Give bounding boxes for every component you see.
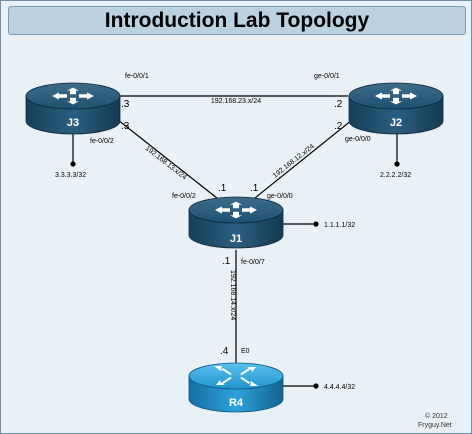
if-j1-ge000: ge-0/0/0 [267,193,293,200]
loopback-dot-r4 [313,383,319,389]
loopback-labels: 3.3.3.3/32 2.2.2.2/32 1.1.1.1/32 4.4.4.4… [55,172,411,391]
if-j3-fe001: fe-0/0/1 [125,73,149,80]
if-j2-ge001: ge-0/0/1 [314,73,340,80]
host-j2-j3side: .2 [334,99,343,110]
loopback-dot-j3 [70,161,76,167]
if-r4-e0: E0 [241,348,250,355]
links [72,95,398,387]
host-r4-j1side: .4 [220,346,229,357]
if-j1-fe002: fe-0/0/2 [172,193,196,200]
router-label-r4: R4 [229,397,244,409]
router-label-j1: J1 [230,233,242,245]
link-j3-j1 [117,119,223,203]
site-text: Fryguy.Net [418,422,452,429]
host-j3-j1side: .3 [121,121,130,132]
host-j1-r4side: .1 [222,256,231,267]
router-r4: R4 [188,362,284,413]
diagram-title: Introduction Lab Topology [104,9,370,32]
credits: © 2012 Fryguy.Net [418,412,452,429]
if-j1-fe007: fe-0/0/7 [241,259,265,266]
router-label-j2: J2 [390,117,402,129]
subnet-j3-j2: 192.168.23.x/24 [211,98,261,105]
subnet-j3-j1: 192.168.13.x/24 [144,145,188,181]
router-j3: J3 [25,82,121,135]
loopback-dot-j2 [394,161,400,167]
loopback-dots [70,161,400,389]
router-j1: J1 [188,196,284,249]
host-j1-j3side: .1 [218,183,227,194]
if-j2-ge000: ge-0/0/0 [345,136,371,143]
loopback-j1: 1.1.1.1/32 [324,222,355,229]
router-label-j3: J3 [67,117,79,129]
loopback-j2: 2.2.2.2/32 [380,172,411,179]
if-j3-fe002: fe-0/0/2 [90,138,114,145]
router-j2: J2 [348,82,444,135]
loopback-j3: 3.3.3.3/32 [55,172,86,179]
subnet-j2-j1: 192.168.12.x/24 [272,143,316,179]
host-j3-j2side: .3 [121,99,130,110]
host-j2-j1side: .2 [334,121,343,132]
subnet-j1-r4: 192.168.14.x/24 [229,270,236,320]
loopback-dot-j1 [313,221,319,227]
cisco-router-icon [214,366,258,386]
host-j1-j2side: .1 [250,183,259,194]
link-j2-j1 [249,119,353,203]
copyright-text: © 2012 [425,412,448,420]
title-bar: Introduction Lab Topology [8,6,466,35]
loopback-r4: 4.4.4.4/32 [324,384,355,391]
